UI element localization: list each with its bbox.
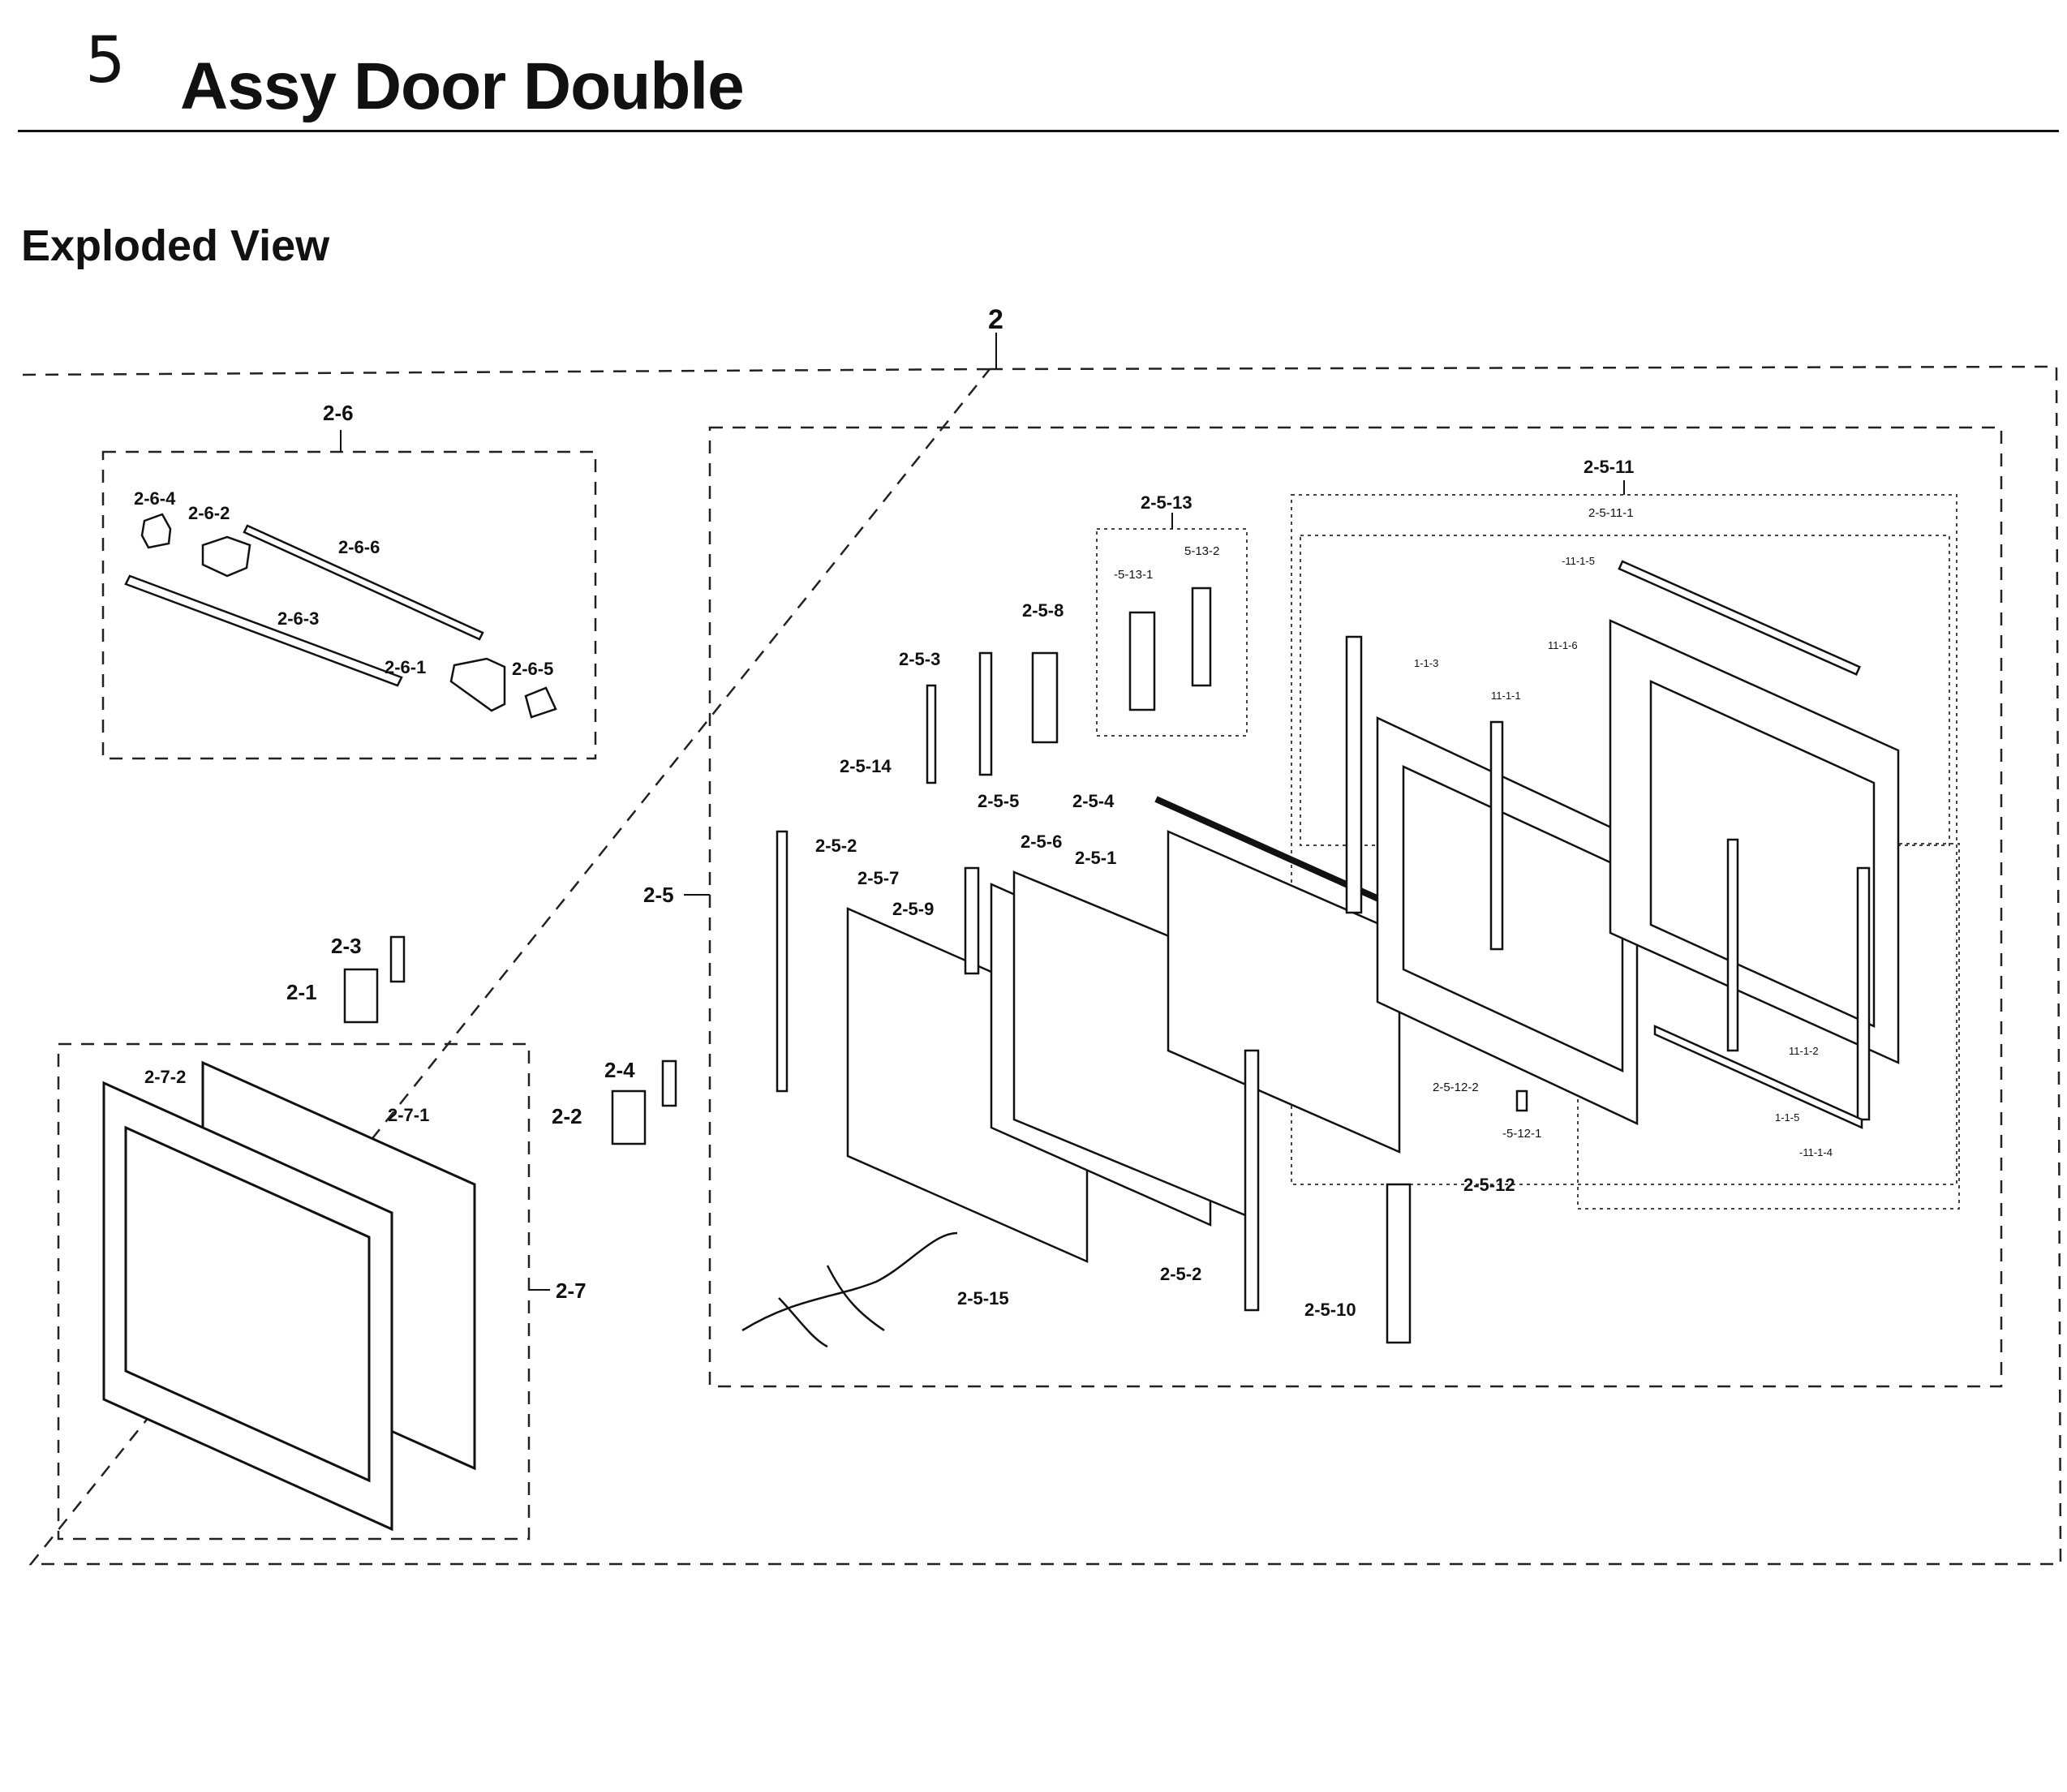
assy-2-7-boundary [57, 1042, 531, 1541]
label-2-7-1: 2-7-1 [388, 1105, 429, 1125]
part-2-5-11-1-2 [1726, 838, 1739, 1052]
part-2-5-2a [776, 830, 789, 1093]
part-2-5-3 [978, 651, 993, 776]
part-2-5-12-frame-window [1402, 765, 1624, 1072]
label-11-1-4: -11-1-4 [1799, 1146, 1833, 1158]
label-2-5-13-1: -5-13-1 [1114, 568, 1153, 582]
part-2-5-8 [1031, 651, 1059, 744]
label-2-5-10: 2-5-10 [1304, 1300, 1356, 1320]
label-11-1-6: 11-1-6 [1548, 639, 1578, 651]
part-2-3 [389, 935, 406, 983]
label-11-1-5: -11-1-5 [1562, 555, 1595, 567]
part-2-4 [661, 1059, 677, 1107]
part-2-5-11-1-4 [1856, 866, 1871, 1121]
part-2-5-9 [964, 866, 980, 975]
label-2-5-1: 2-5-1 [1075, 848, 1116, 868]
part-2-5-11-1-5 [1618, 560, 1861, 676]
label-2-5-14: 2-5-14 [840, 756, 892, 776]
part-2-7-2-window [124, 1125, 371, 1483]
label-1-1-3: 1-1-3 [1414, 657, 1438, 669]
label-2-5-3: 2-5-3 [899, 649, 940, 669]
label-2-5-11-1: 2-5-11-1 [1588, 506, 1634, 520]
label-11-1-1: 11-1-1 [1491, 690, 1521, 702]
label-11-1-2: 11-1-2 [1789, 1045, 1819, 1057]
part-2-5-13-2 [1191, 587, 1212, 687]
part-2-5-11-1-1 [1489, 720, 1504, 951]
label-2-5-13-2: 5-13-2 [1184, 544, 1219, 558]
label-2-5-13: 2-5-13 [1141, 492, 1192, 513]
assy-2-5-boundary [708, 426, 2003, 1388]
assy-2-5-11-1-boundary [1300, 535, 1950, 846]
part-2-6-4 [140, 513, 172, 549]
label-2-7: 2-7 [556, 1278, 587, 1303]
label-2-5-15: 2-5-15 [957, 1288, 1009, 1309]
label-2-6: 2-6 [323, 401, 354, 425]
part-group-2-5 [741, 560, 1900, 1348]
part-2-6-5 [524, 686, 557, 719]
label-2-6-2: 2-6-2 [188, 503, 230, 523]
part-2-5-15 [741, 1231, 958, 1348]
part-2-2 [611, 1089, 647, 1145]
label-2-5-5: 2-5-5 [978, 791, 1019, 811]
label-2-1: 2-1 [286, 980, 317, 1004]
label-2-2: 2-2 [552, 1104, 582, 1128]
label-2-5-12: 2-5-12 [1463, 1175, 1515, 1195]
section-subtitle: Exploded View [21, 221, 330, 270]
label-2-5-4: 2-5-4 [1072, 791, 1115, 811]
label-2-5-9: 2-5-9 [892, 899, 934, 919]
page-title: Assy Door Double [180, 49, 745, 123]
part-2-6-1 [449, 657, 506, 712]
part-2-5-12-1 [1515, 1089, 1528, 1112]
label-2-3: 2-3 [331, 934, 362, 958]
part-2-5-1 [1167, 830, 1401, 1154]
label-2-5-12-1: -5-12-1 [1502, 1127, 1541, 1141]
label-2-4: 2-4 [604, 1058, 635, 1082]
label-2-5: 2-5 [643, 883, 674, 907]
label-2: 2 [988, 304, 1003, 335]
label-2-5-12-2: 2-5-12-2 [1433, 1081, 1479, 1094]
label-2-7-2: 2-7-2 [144, 1067, 186, 1087]
assy-2-5-11-boundary [1291, 494, 1957, 1185]
label-2-5-8: 2-5-8 [1022, 600, 1064, 621]
part-2-1 [343, 968, 379, 1024]
part-2-5-13-1 [1128, 611, 1156, 711]
part-2-5-14 [926, 684, 937, 784]
label-2-5-11: 2-5-11 [1584, 457, 1634, 477]
label-2-6-4: 2-6-4 [134, 488, 176, 509]
label-2-6-5: 2-6-5 [512, 659, 553, 679]
part-2-5-2b [1244, 1049, 1260, 1312]
label-2-5-2-b: 2-5-2 [1160, 1264, 1201, 1284]
part-2-5-11-1-3 [1345, 635, 1363, 914]
part-group-hinges [343, 935, 677, 1145]
section-number: 5 [85, 24, 126, 97]
assy-2-6-boundary [101, 450, 597, 760]
part-group-2-6 [124, 513, 557, 719]
label-2-6-6: 2-6-6 [338, 537, 380, 557]
part-group-2-7 [102, 1060, 476, 1532]
assy-2-5-13-boundary [1096, 528, 1248, 737]
part-2-6-2 [201, 535, 251, 578]
label-2-6-1: 2-6-1 [385, 657, 426, 677]
title-divider [18, 130, 2059, 132]
part-2-6-6 [243, 524, 484, 641]
label-2-6-3: 2-6-3 [277, 608, 319, 629]
part-2-6-3 [124, 574, 403, 687]
label-2-5-7: 2-5-7 [857, 868, 899, 888]
label-2-5-2-a: 2-5-2 [815, 836, 857, 856]
label-2-5-6: 2-5-6 [1021, 832, 1062, 852]
label-1-1-5: 1-1-5 [1775, 1111, 1799, 1124]
part-2-5-11-1-5-bottom [1653, 1025, 1863, 1129]
part-2-5-10 [1386, 1183, 1412, 1344]
part-2-5-11-1-6-window [1649, 680, 1876, 1028]
